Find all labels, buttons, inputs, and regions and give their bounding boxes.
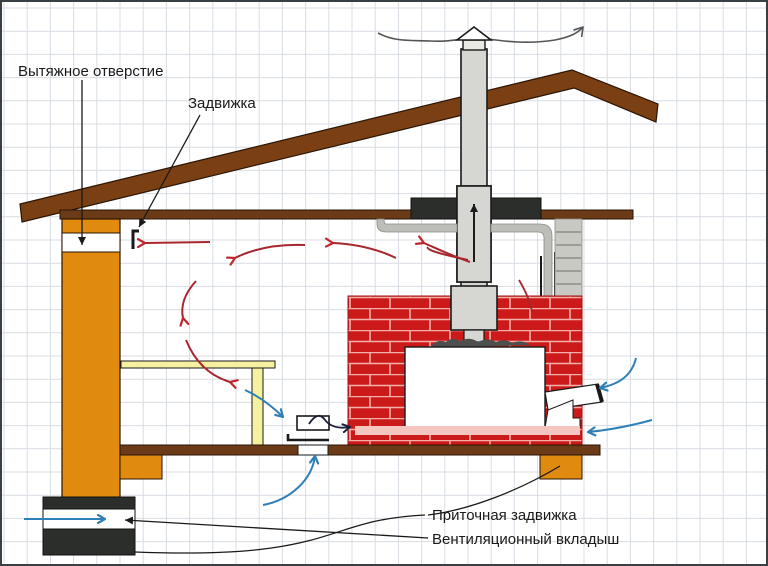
supply-damper-plate (286, 434, 329, 442)
floor-joist-left (119, 454, 163, 480)
stove-base-heat (355, 426, 580, 435)
warm-air-rise-stroke (518, 279, 533, 313)
cold-air-floor-arrow (262, 456, 315, 506)
cold-air-arrow (244, 389, 283, 417)
warm-air-arrows (145, 242, 533, 382)
chimney-cap-collar (462, 39, 486, 51)
cold-air-base-arrow (588, 419, 653, 432)
gray-brick-lines (556, 231, 581, 285)
exhaust-damper (131, 229, 139, 249)
exhaust-opening (61, 232, 121, 253)
supply-damper-leader-upper (427, 465, 561, 516)
heat-shield-ceiling-left (376, 218, 458, 233)
label-vent-insert: Вентиляционный вкладыш (432, 531, 619, 548)
cold-air-chute-arrow (600, 357, 637, 388)
smoke-flow-right-arrow (487, 26, 584, 44)
floor-joist-right (539, 454, 583, 480)
floor-vent-opening (297, 444, 329, 456)
warm-air-arrow (235, 243, 306, 258)
sauna-stones (430, 338, 530, 348)
ceiling-beam (59, 209, 634, 220)
chute-door (595, 383, 604, 403)
label-supply-damper: Приточная задвижка (432, 507, 577, 524)
warm-air-arrow (182, 280, 197, 318)
stove-flue-box (450, 285, 498, 331)
label-exhaust-opening: Вытяжное отверстие (18, 63, 163, 80)
warm-air-arrow (424, 243, 471, 263)
firebox (404, 346, 546, 430)
vent-insert-leader (124, 516, 429, 539)
supply-damper-leader (134, 514, 426, 554)
bench-leg (251, 367, 264, 446)
cold-air-arrows (24, 357, 653, 519)
smoke-flow-left (377, 32, 463, 43)
warm-air-arrow (185, 339, 230, 382)
warm-air-arrow (145, 242, 211, 243)
chimney-cap (454, 25, 494, 41)
floor (119, 444, 601, 456)
damper-leader (138, 114, 201, 228)
left-wall (61, 218, 121, 500)
label-damper: Задвижка (188, 95, 256, 112)
warm-air-arrow (333, 243, 397, 259)
supply-air-to-stove-arrow (308, 414, 351, 434)
roof (19, 69, 659, 223)
